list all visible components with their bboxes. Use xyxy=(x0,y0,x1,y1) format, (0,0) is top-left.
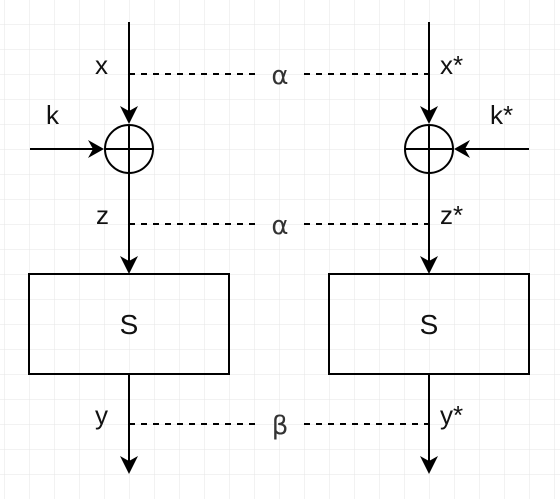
input-difference-label: α xyxy=(271,61,288,91)
right-sbox-label: S xyxy=(420,309,439,340)
output-difference-label: β xyxy=(272,411,289,441)
left-sbox-label: S xyxy=(120,309,139,340)
right-output-label: y* xyxy=(440,400,463,430)
right-key-label: k* xyxy=(490,100,513,130)
middle-difference-label: α xyxy=(271,211,288,241)
left-mid-arrowhead xyxy=(120,256,138,274)
left-input-arrowhead xyxy=(120,106,138,124)
right-chain xyxy=(328,22,530,474)
right-mid-label: z* xyxy=(440,200,463,230)
right-key-arrowhead xyxy=(454,140,470,158)
left-output-arrowhead xyxy=(120,456,138,474)
left-key-arrowhead xyxy=(88,140,104,158)
left-input-label: x xyxy=(95,50,108,80)
left-chain xyxy=(28,22,230,474)
left-key-label: k xyxy=(46,100,60,130)
right-input-arrowhead xyxy=(420,106,438,124)
right-input-label: x* xyxy=(440,50,463,80)
right-output-arrowhead xyxy=(420,456,438,474)
right-mid-arrowhead xyxy=(420,256,438,274)
left-output-label: y xyxy=(95,400,108,430)
left-mid-label: z xyxy=(96,200,109,230)
